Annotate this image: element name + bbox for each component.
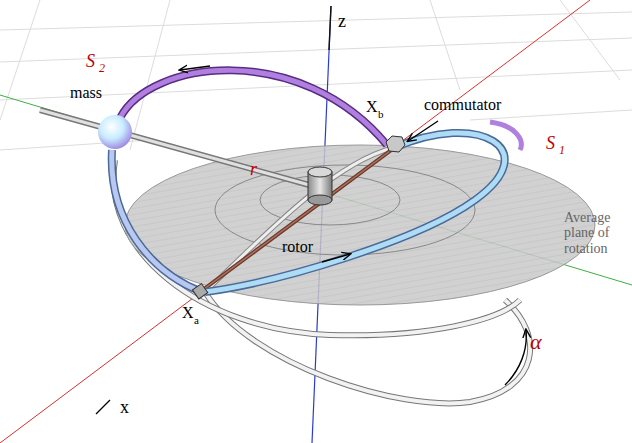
path-subscript: 1 [559, 144, 565, 157]
part-label: mass [70, 84, 102, 102]
angle-label: α [530, 330, 542, 354]
axis-label: x [120, 398, 129, 418]
path-subscript: 2 [99, 62, 105, 75]
point-subscript: a [194, 314, 199, 326]
plane-label: Average plane of rotation [564, 210, 628, 256]
part-label: commutator [424, 96, 501, 114]
point-subscript: b [378, 108, 384, 120]
point-label: X [366, 98, 378, 116]
path-label: S [546, 134, 555, 154]
point-label: X [182, 304, 194, 322]
radius-label: r [250, 160, 257, 180]
part-label: rotor [282, 238, 313, 256]
axis-label: z [338, 12, 346, 32]
path-label: S [86, 52, 95, 72]
